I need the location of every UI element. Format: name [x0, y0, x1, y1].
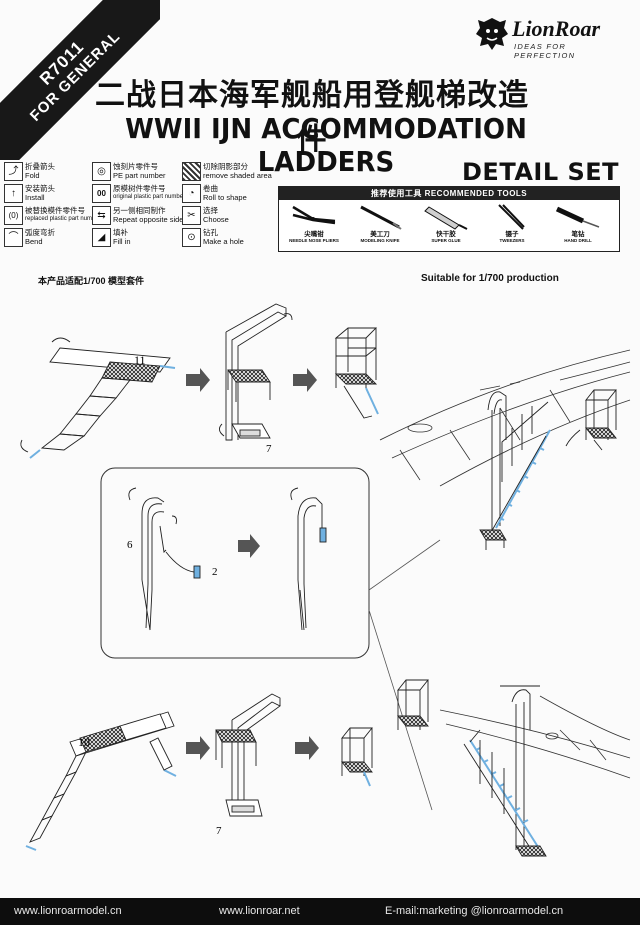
tool-hand-drill: 笔钻 HAND DRILL — [547, 203, 609, 249]
part-number-7-bottom: 7 — [216, 825, 222, 837]
step-top-finished-platform — [334, 327, 379, 419]
tool-pliers: 尖嘴钳 NEEDLE NOSE PLIERS — [283, 203, 345, 249]
ladder-assembled-bottom — [397, 679, 547, 857]
legend-install: ↑ 安装箭头 Install — [4, 184, 92, 203]
tool-tweezers: 镊子 TWEEZERS — [481, 203, 543, 249]
repeat-side-icon: ⇆ — [92, 206, 111, 225]
fill-icon: ◢ — [92, 228, 111, 247]
footer-email[interactable]: E-mail:marketing @lionroarmodel.cn — [385, 905, 564, 917]
tools-header: 推荐使用工具 RECOMMENDED TOOLS — [279, 187, 619, 200]
legend-roll: ◔ 卷曲 Roll to shape — [182, 184, 270, 203]
legend-pe-number: ◎ 蚀刻片零件号 PE part number — [92, 162, 180, 181]
legend-fill: ◢ 填补 Fill in — [92, 228, 180, 247]
legend-replaced-part: (0) 被替换模件零件号 replaced plastic part numbe… — [4, 206, 101, 225]
step-bottom-finished-platform — [341, 727, 373, 787]
assembly-diagram: 11 7 — [20, 303, 631, 857]
legend-bend: ⌒ 弧度弯折 Bend — [4, 228, 92, 247]
step-bottom-flat-sheet — [25, 711, 177, 851]
step-arrow-1 — [186, 368, 317, 392]
title-chinese: 二战日本海军舰船用登舰梯改造件 — [95, 78, 529, 157]
brand-tagline: IDEAS FOR PERFECTION — [514, 42, 576, 60]
step-bottom-folded-platform — [215, 693, 281, 817]
symbol-legend: ⤴ 折叠箭头 Fold ◎ 蚀刻片零件号 PE part number 切除阴影… — [0, 160, 272, 250]
glue-icon — [424, 206, 468, 230]
title-english: WWII IJN ACCOMMODATION LADDERS — [125, 112, 527, 178]
footer-website-net[interactable]: www.lionroar.net — [219, 905, 300, 917]
knife-icon — [360, 205, 402, 230]
tool-glue: 快干胶 SUPER GLUE — [415, 203, 477, 249]
plastic-number-icon: 00 — [92, 184, 111, 203]
fold-arrow-icon: ⤴ — [4, 162, 23, 181]
ladder-assembled-top — [479, 389, 617, 550]
footer-website-cn[interactable]: www.lionroarmodel.cn — [14, 905, 122, 917]
ship-hull-bottom — [439, 695, 631, 779]
pliers-icon — [292, 205, 336, 225]
choose-icon: ✂ — [182, 206, 201, 225]
legend-drill: ⊙ 钻孔 Make a hole — [182, 228, 270, 247]
subtitle: DETAIL SET — [462, 158, 620, 186]
legend-plastic-number: 00 原模树件零件号 original plastic part number — [92, 184, 185, 203]
part-number-2: 2 — [212, 566, 218, 578]
drill-hole-icon: ⊙ — [182, 228, 201, 247]
legend-cut: 切除阴影部分 remove shaded area — [182, 162, 272, 181]
cut-shaded-icon — [182, 162, 201, 181]
legend-fold: ⤴ 折叠箭头 Fold — [4, 162, 92, 181]
part-number-11: 11 — [134, 353, 146, 367]
part-number-10: 10 — [78, 735, 90, 749]
brand-logo: LionRoar IDEAS FOR PERFECTION — [474, 14, 624, 60]
footer-bar: www.lionroarmodel.cn www.lionroar.net E-… — [0, 898, 640, 925]
install-arrow-icon: ↑ — [4, 184, 23, 203]
part-number-7-top: 7 — [266, 443, 272, 455]
detail-callout-box — [100, 467, 370, 659]
part-number-6: 6 — [127, 539, 133, 551]
lion-head-icon — [476, 18, 508, 50]
detail-railing-after — [290, 487, 327, 631]
step-top-folded-platform — [219, 303, 293, 441]
brand-name: LionRoar — [512, 16, 601, 41]
ship-hull-top — [379, 349, 631, 487]
bend-icon: ⌒ — [4, 228, 23, 247]
scale-note-chinese: 本产品适配1/700 模型套件 — [38, 276, 145, 286]
tweezers-icon — [498, 204, 525, 230]
hand-drill-icon — [555, 206, 600, 228]
tool-knife: 美工刀 MODELING KNIFE — [349, 203, 411, 249]
step-arrow-2 — [238, 534, 260, 558]
recommended-tools: 推荐使用工具 RECOMMENDED TOOLS 尖嘴钳 NEEDLE NOSE… — [278, 186, 620, 252]
pe-number-icon: ◎ — [92, 162, 111, 181]
legend-choose: ✂ 选择 Choose — [182, 206, 270, 225]
roll-icon: ◔ — [182, 184, 201, 203]
replaced-part-icon: (0) — [4, 206, 23, 225]
detail-railing-before — [128, 487, 201, 631]
step-arrow-3 — [186, 736, 319, 760]
scale-note-english: Suitable for 1/700 production — [421, 273, 559, 284]
legend-repeat-side: ⇆ 另一侧相同制作 Repeat opposite side — [92, 206, 183, 225]
step-top-flat-sheet — [20, 337, 176, 459]
